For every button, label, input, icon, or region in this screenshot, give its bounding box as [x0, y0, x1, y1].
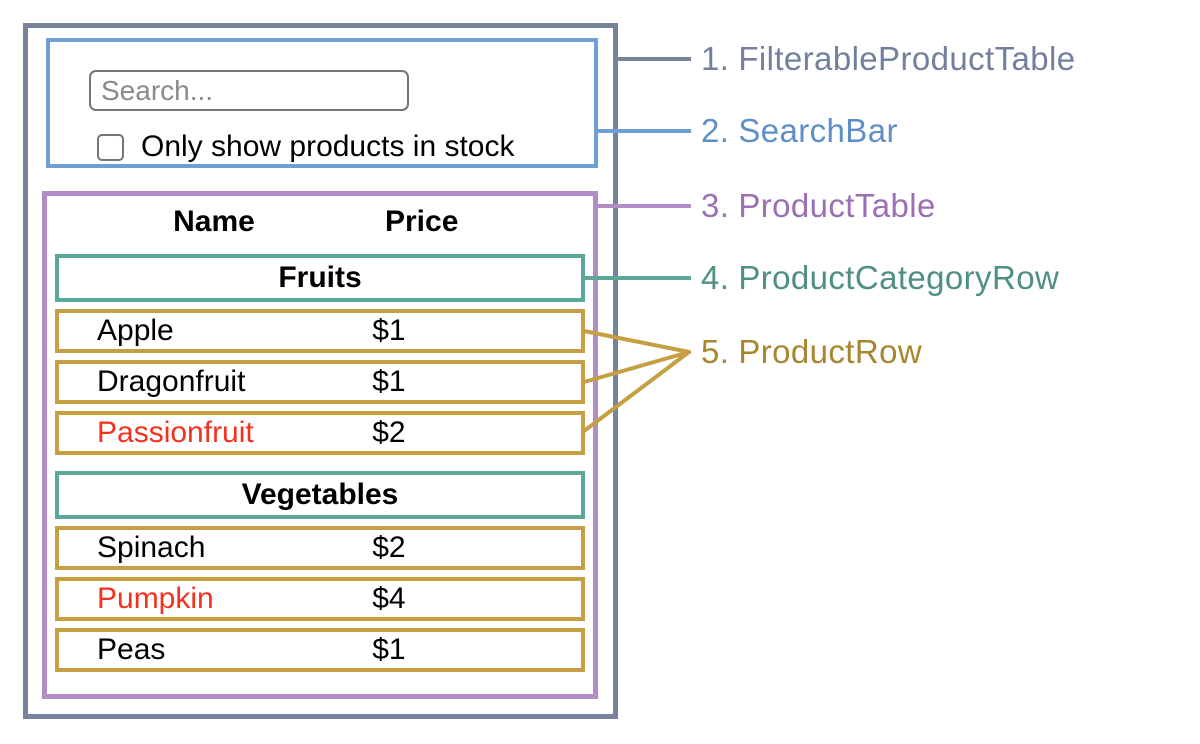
product-row: Peas $1 — [55, 628, 585, 672]
stock-filter-row: Only show products in stock — [97, 130, 515, 163]
product-row: Apple $1 — [55, 309, 585, 353]
product-price: $1 — [372, 633, 406, 666]
product-price: $1 — [372, 365, 406, 398]
legend-item-search-bar: 2. SearchBar — [701, 112, 898, 150]
product-price: $4 — [372, 582, 406, 615]
product-category-row: Fruits — [55, 254, 585, 302]
product-table-box: Name Price Fruits Apple $1 Dragonfruit $… — [42, 191, 598, 699]
legend-label: ProductCategoryRow — [738, 259, 1060, 296]
in-stock-checkbox[interactable] — [97, 133, 124, 161]
product-price: $2 — [372, 416, 406, 449]
product-price: $1 — [372, 314, 406, 347]
legend-number: 5. — [701, 333, 730, 370]
legend-item-product-row: 5. ProductRow — [701, 333, 922, 371]
search-bar-box: Only show products in stock — [46, 38, 598, 168]
column-header-name: Name — [173, 205, 255, 238]
table-header-row: Name Price — [55, 204, 585, 240]
product-row: Pumpkin $4 — [55, 577, 585, 621]
legend-item-filterable-product-table: 1. FilterableProductTable — [701, 40, 1075, 78]
legend-number: 1. — [701, 40, 730, 77]
product-name: Pumpkin — [97, 582, 214, 615]
legend-label: FilterableProductTable — [738, 40, 1076, 77]
legend-number: 4. — [701, 259, 730, 296]
legend-item-product-table: 3. ProductTable — [701, 187, 936, 225]
legend-label: SearchBar — [738, 112, 898, 149]
product-name: Peas — [97, 633, 166, 666]
product-category-row: Vegetables — [55, 471, 585, 519]
product-name: Dragonfruit — [97, 365, 246, 398]
product-row: Spinach $2 — [55, 526, 585, 570]
product-name: Spinach — [97, 531, 206, 564]
in-stock-checkbox-label: Only show products in stock — [141, 130, 515, 163]
legend-label: ProductRow — [738, 333, 923, 370]
legend-number: 3. — [701, 187, 730, 224]
category-label: Fruits — [278, 261, 362, 294]
legend-item-product-category-row: 4. ProductCategoryRow — [701, 259, 1059, 297]
filterable-product-table-box: Only show products in stock Name Price F… — [23, 23, 618, 719]
search-input[interactable] — [89, 70, 409, 111]
product-price: $2 — [372, 531, 406, 564]
product-name: Apple — [97, 314, 174, 347]
product-name: Passionfruit — [97, 416, 254, 449]
product-row: Passionfruit $2 — [55, 411, 585, 455]
legend-number: 2. — [701, 112, 730, 149]
category-label: Vegetables — [241, 478, 399, 511]
product-row: Dragonfruit $1 — [55, 360, 585, 404]
column-header-price: Price — [385, 205, 459, 238]
legend-label: ProductTable — [738, 187, 936, 224]
